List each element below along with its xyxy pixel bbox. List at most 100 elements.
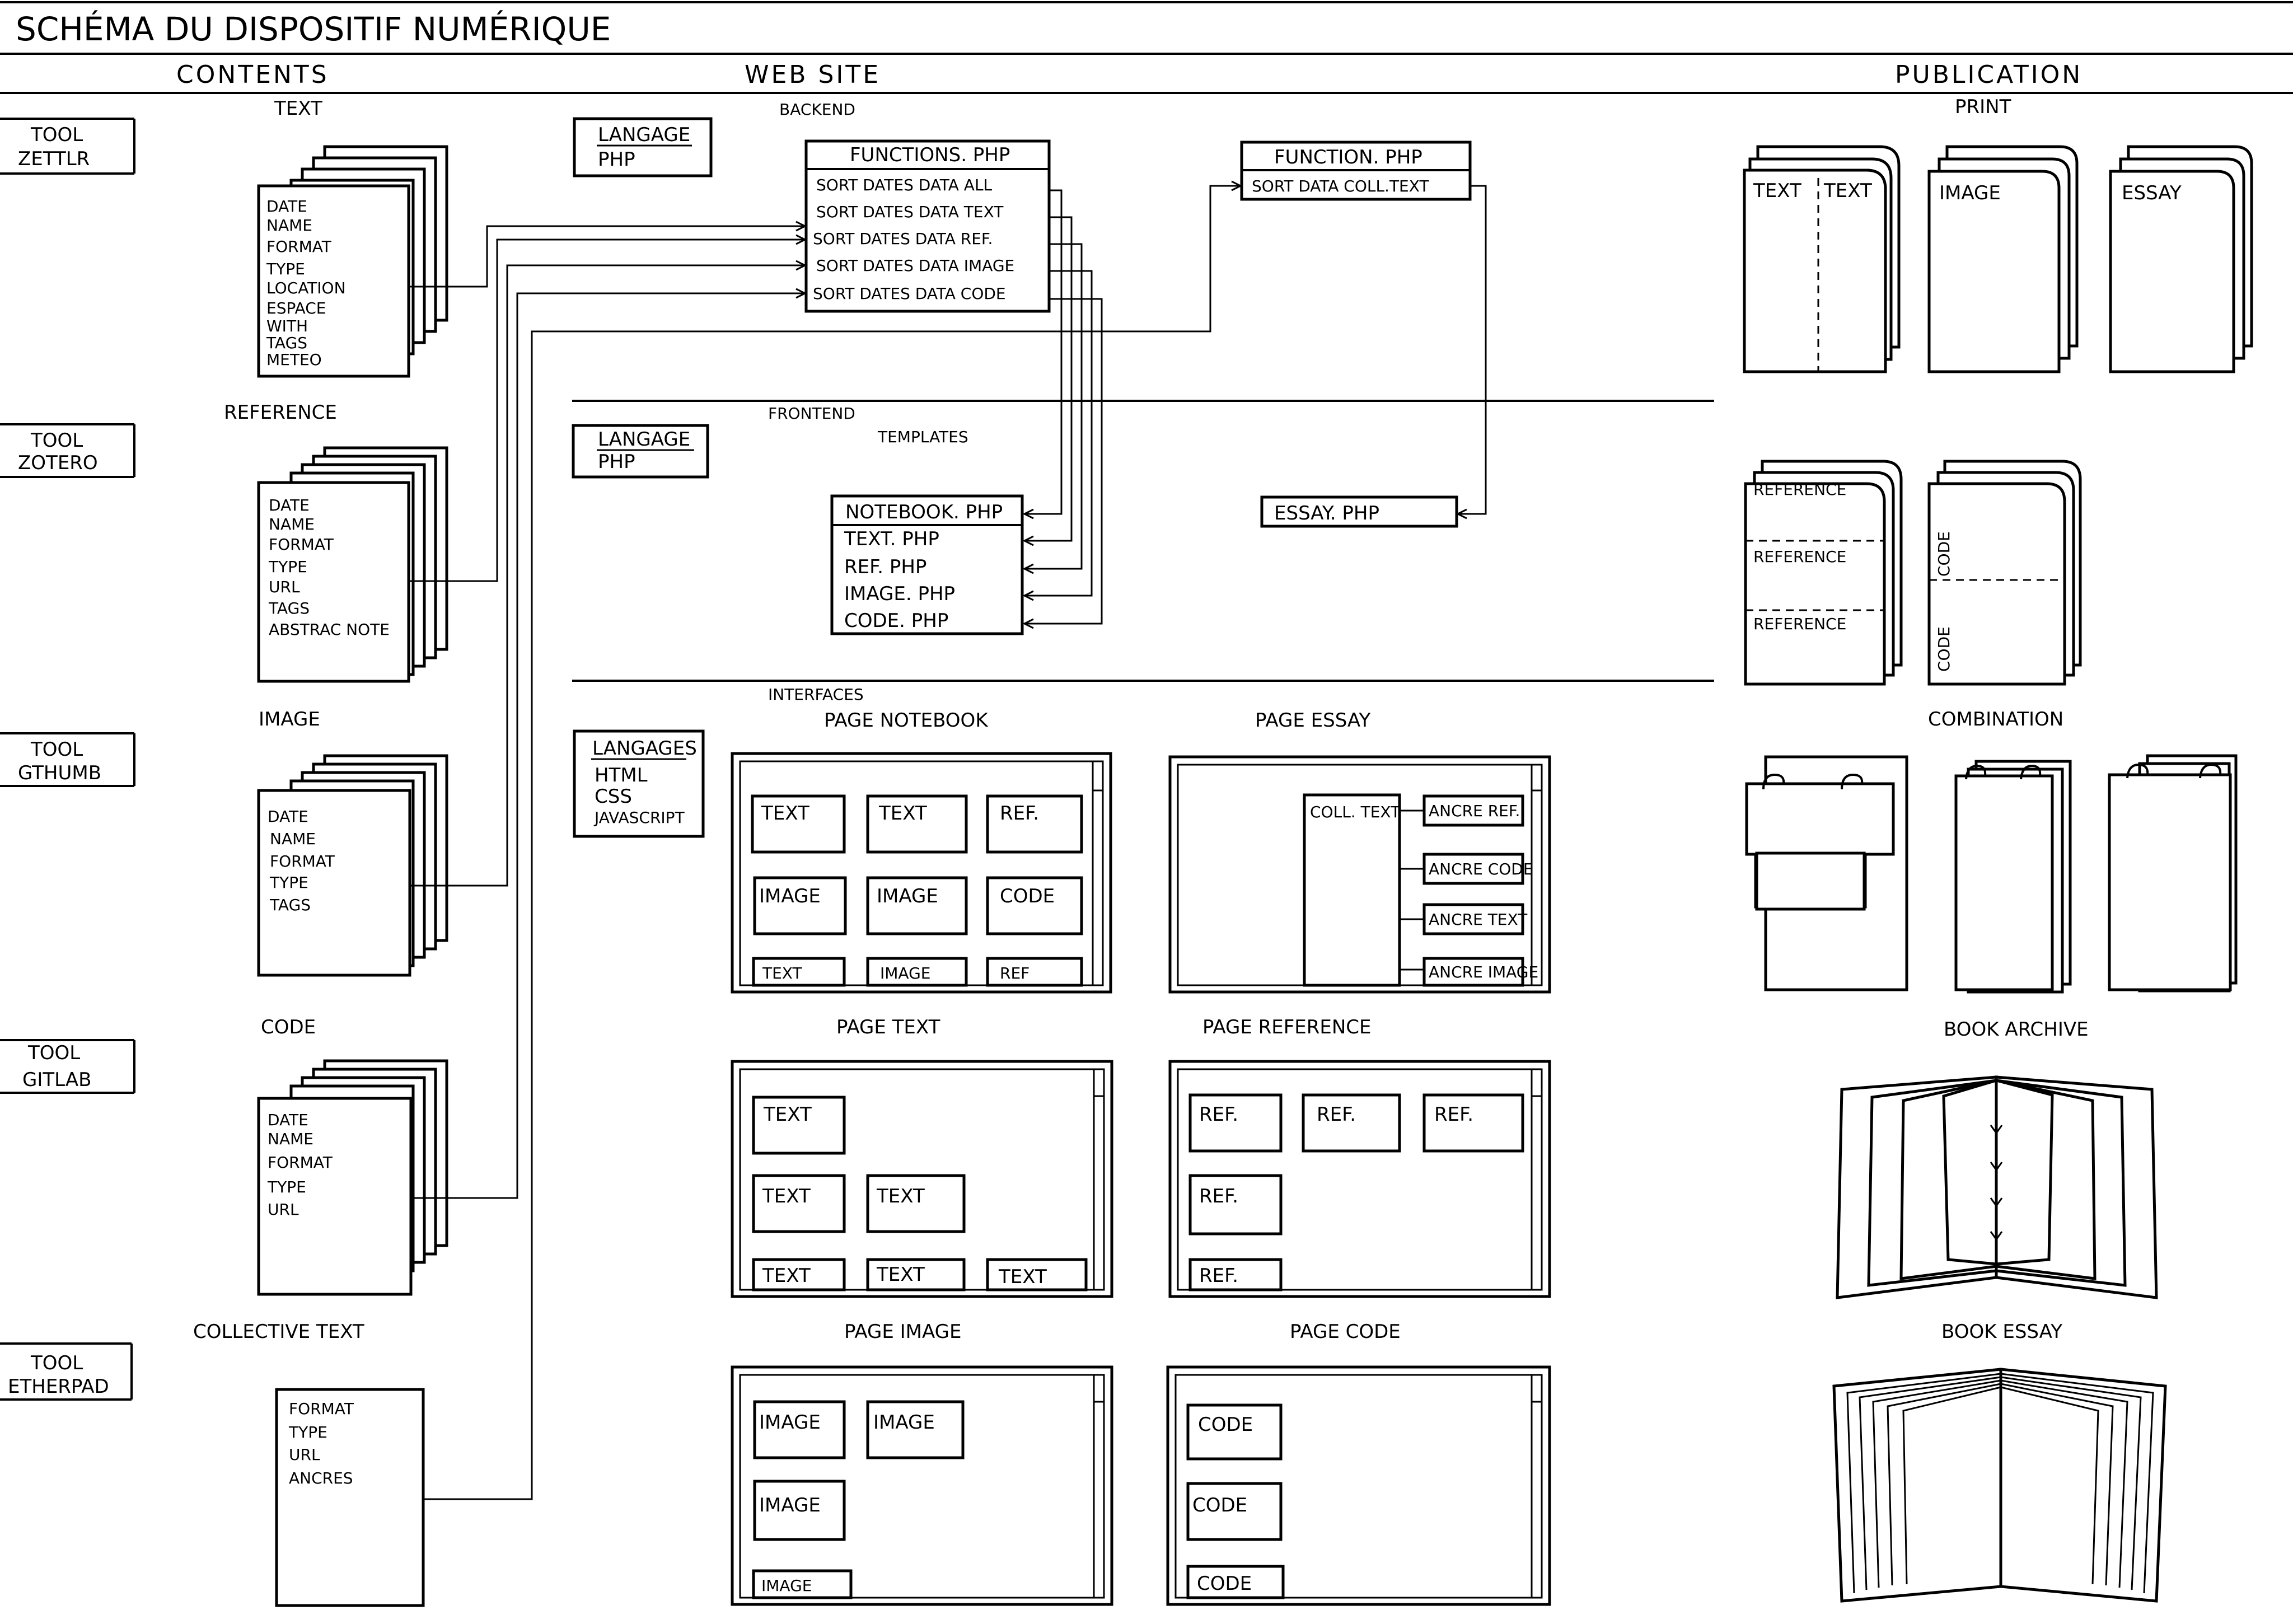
field: ESPACE xyxy=(266,299,326,317)
cell: TEXT xyxy=(876,1263,925,1286)
cell: TEXT xyxy=(762,964,802,982)
connectors-contents-to-backend xyxy=(409,180,1243,1500)
cell: IMAGE xyxy=(877,885,938,907)
booklet-label: ESSAY xyxy=(2122,182,2182,204)
content-text-group: TOOL ZETTLR TEXT DATE NAME FORMAT TYPE L… xyxy=(0,97,448,378)
cell: TEXT xyxy=(762,1265,811,1287)
anchor: ANCRE REF. xyxy=(1429,802,1520,820)
field: LOCATION xyxy=(266,279,346,297)
cell: CODE xyxy=(1198,1414,1253,1436)
page-reference-mockup: PAGE REFERENCE REF. REF. REF. REF. REF. xyxy=(1168,1016,1551,1298)
field: URL xyxy=(269,578,300,596)
cell: REF. xyxy=(1199,1265,1238,1287)
cell: TEXT xyxy=(876,1185,925,1208)
anchor: ANCRE CODE xyxy=(1429,860,1533,878)
notebook-php-box xyxy=(830,494,1024,635)
langage-label: LANGAGE xyxy=(598,428,690,451)
tool-label: TOOL xyxy=(30,124,83,146)
cell: TEXT xyxy=(762,1185,811,1208)
booklet-label: CODE xyxy=(1935,531,1953,577)
content-title-code: CODE xyxy=(261,1016,316,1038)
tool-label: TOOL xyxy=(30,738,83,761)
interfaces-section: INTERFACES LANGAGES HTML CSS JAVASCRIPT xyxy=(573,685,864,838)
image-record-card xyxy=(257,789,411,977)
function-item: SORT DATA COLL.TEXT xyxy=(1252,177,1429,195)
cell: IMAGE xyxy=(880,964,930,982)
tool-label: TOOL xyxy=(30,1352,83,1374)
langages-label: LANGAGES xyxy=(592,737,697,760)
cell: IMAGE xyxy=(759,1494,821,1517)
field: ANCRES xyxy=(289,1469,353,1487)
diagram-title: SCHÉMA DU DISPOSITIF NUMÉRIQUE xyxy=(16,10,611,48)
essay-php-box xyxy=(1260,495,1458,528)
page-essay-mockup: PAGE ESSAY COLL. TEXT ANCRE REF. ANCRE C… xyxy=(1168,709,1551,994)
booklet-label: REFERENCE xyxy=(1753,547,1846,566)
field: FORMAT xyxy=(269,535,334,554)
field: URL xyxy=(289,1445,320,1464)
reference-record-card xyxy=(257,481,410,683)
cell: REF. xyxy=(1199,1103,1238,1126)
section-website: WEB SITE xyxy=(745,60,881,89)
cell: IMAGE xyxy=(759,885,821,907)
langage-label: LANGAGE xyxy=(598,124,690,146)
tool-label: TOOL xyxy=(27,1042,80,1064)
booklet-label: REFERENCE xyxy=(1753,615,1846,633)
field: NAME xyxy=(270,830,316,848)
function-item: SORT DATES DATA REF. xyxy=(813,230,993,248)
combination-title: COMBINATION xyxy=(1928,708,2063,731)
book-essay-left-cover xyxy=(1832,1368,2002,1603)
cell: TEXT xyxy=(998,1266,1047,1288)
cell: REF. xyxy=(1000,802,1039,825)
langage-value: PHP xyxy=(598,148,635,171)
tool-name-zotero: ZOTERO xyxy=(18,452,98,474)
essay-booklet xyxy=(2109,170,2235,373)
cell: CODE xyxy=(1192,1494,1247,1517)
content-title-collective-text: COLLECTIVE TEXT xyxy=(193,1321,364,1343)
field: FORMAT xyxy=(266,237,332,256)
template-item: TEXT. PHP xyxy=(844,528,939,550)
section-publication: PUBLICATION xyxy=(1895,60,2083,89)
langage-value: HTML xyxy=(595,764,648,787)
field: FORMAT xyxy=(270,852,335,870)
reference-booklet xyxy=(1744,482,1886,686)
essay-column-label: COLL. TEXT xyxy=(1310,803,1401,821)
collective-record-card xyxy=(275,1388,425,1607)
content-code-group: TOOL GITLAB CODE DATE NAME FORMAT TYPE U… xyxy=(0,1016,448,1296)
anchor: ANCRE IMAGE xyxy=(1429,963,1538,981)
field: TYPE xyxy=(268,558,307,576)
connectors-backend-to-templates xyxy=(1022,185,1487,629)
field: DATE xyxy=(268,807,308,826)
function-item: SORT DATES DATA IMAGE xyxy=(816,256,1014,275)
field: TYPE xyxy=(266,260,305,278)
page-title: PAGE NOTEBOOK xyxy=(824,709,989,732)
code-booklet xyxy=(1927,482,2066,686)
image-booklet xyxy=(1927,170,2061,373)
frontend-section: FRONTEND TEMPLATES LANGAGE PHP NOTEBOOK.… xyxy=(572,404,1458,635)
field: URL xyxy=(268,1200,299,1219)
langage-value: CSS xyxy=(595,785,632,808)
cell: IMAGE xyxy=(761,1576,812,1595)
notebook-php-title: NOTEBOOK. PHP xyxy=(845,501,1003,523)
field: DATE xyxy=(268,1111,308,1129)
publication-book-archive: BOOK ARCHIVE xyxy=(1836,1018,2158,1299)
functions-php-title: FUNCTIONS. PHP xyxy=(850,144,1010,166)
page-image-mockup: PAGE IMAGE IMAGE IMAGE IMAGE IMAGE xyxy=(731,1321,1113,1606)
field: NAME xyxy=(268,1130,313,1148)
page-title: PAGE CODE xyxy=(1290,1321,1401,1343)
page-title: PAGE ESSAY xyxy=(1255,709,1371,732)
template-item: IMAGE. PHP xyxy=(844,583,955,605)
cell: REF. xyxy=(1317,1103,1356,1126)
page-code-mockup: PAGE CODE CODE CODE CODE xyxy=(1166,1321,1551,1606)
field: TAGS xyxy=(268,599,310,617)
cell: IMAGE xyxy=(759,1411,821,1434)
cell: TEXT xyxy=(763,1103,812,1126)
page-notebook-mockup: PAGE NOTEBOOK TEXT TEXT REF. IMAGE IMAGE… xyxy=(731,709,1112,994)
cell: REF. xyxy=(1434,1103,1473,1126)
field: ABSTRAC NOTE xyxy=(269,620,390,639)
booklet-label: CODE xyxy=(1935,626,1953,672)
print-title: PRINT xyxy=(1955,96,2011,118)
content-title-image: IMAGE xyxy=(259,708,320,731)
function-item: SORT DATES DATA CODE xyxy=(813,284,1006,303)
field: NAME xyxy=(269,515,315,533)
backend-section: BACKEND LANGAGE PHP FUNCTIONS. PHP SORT … xyxy=(573,100,1472,313)
